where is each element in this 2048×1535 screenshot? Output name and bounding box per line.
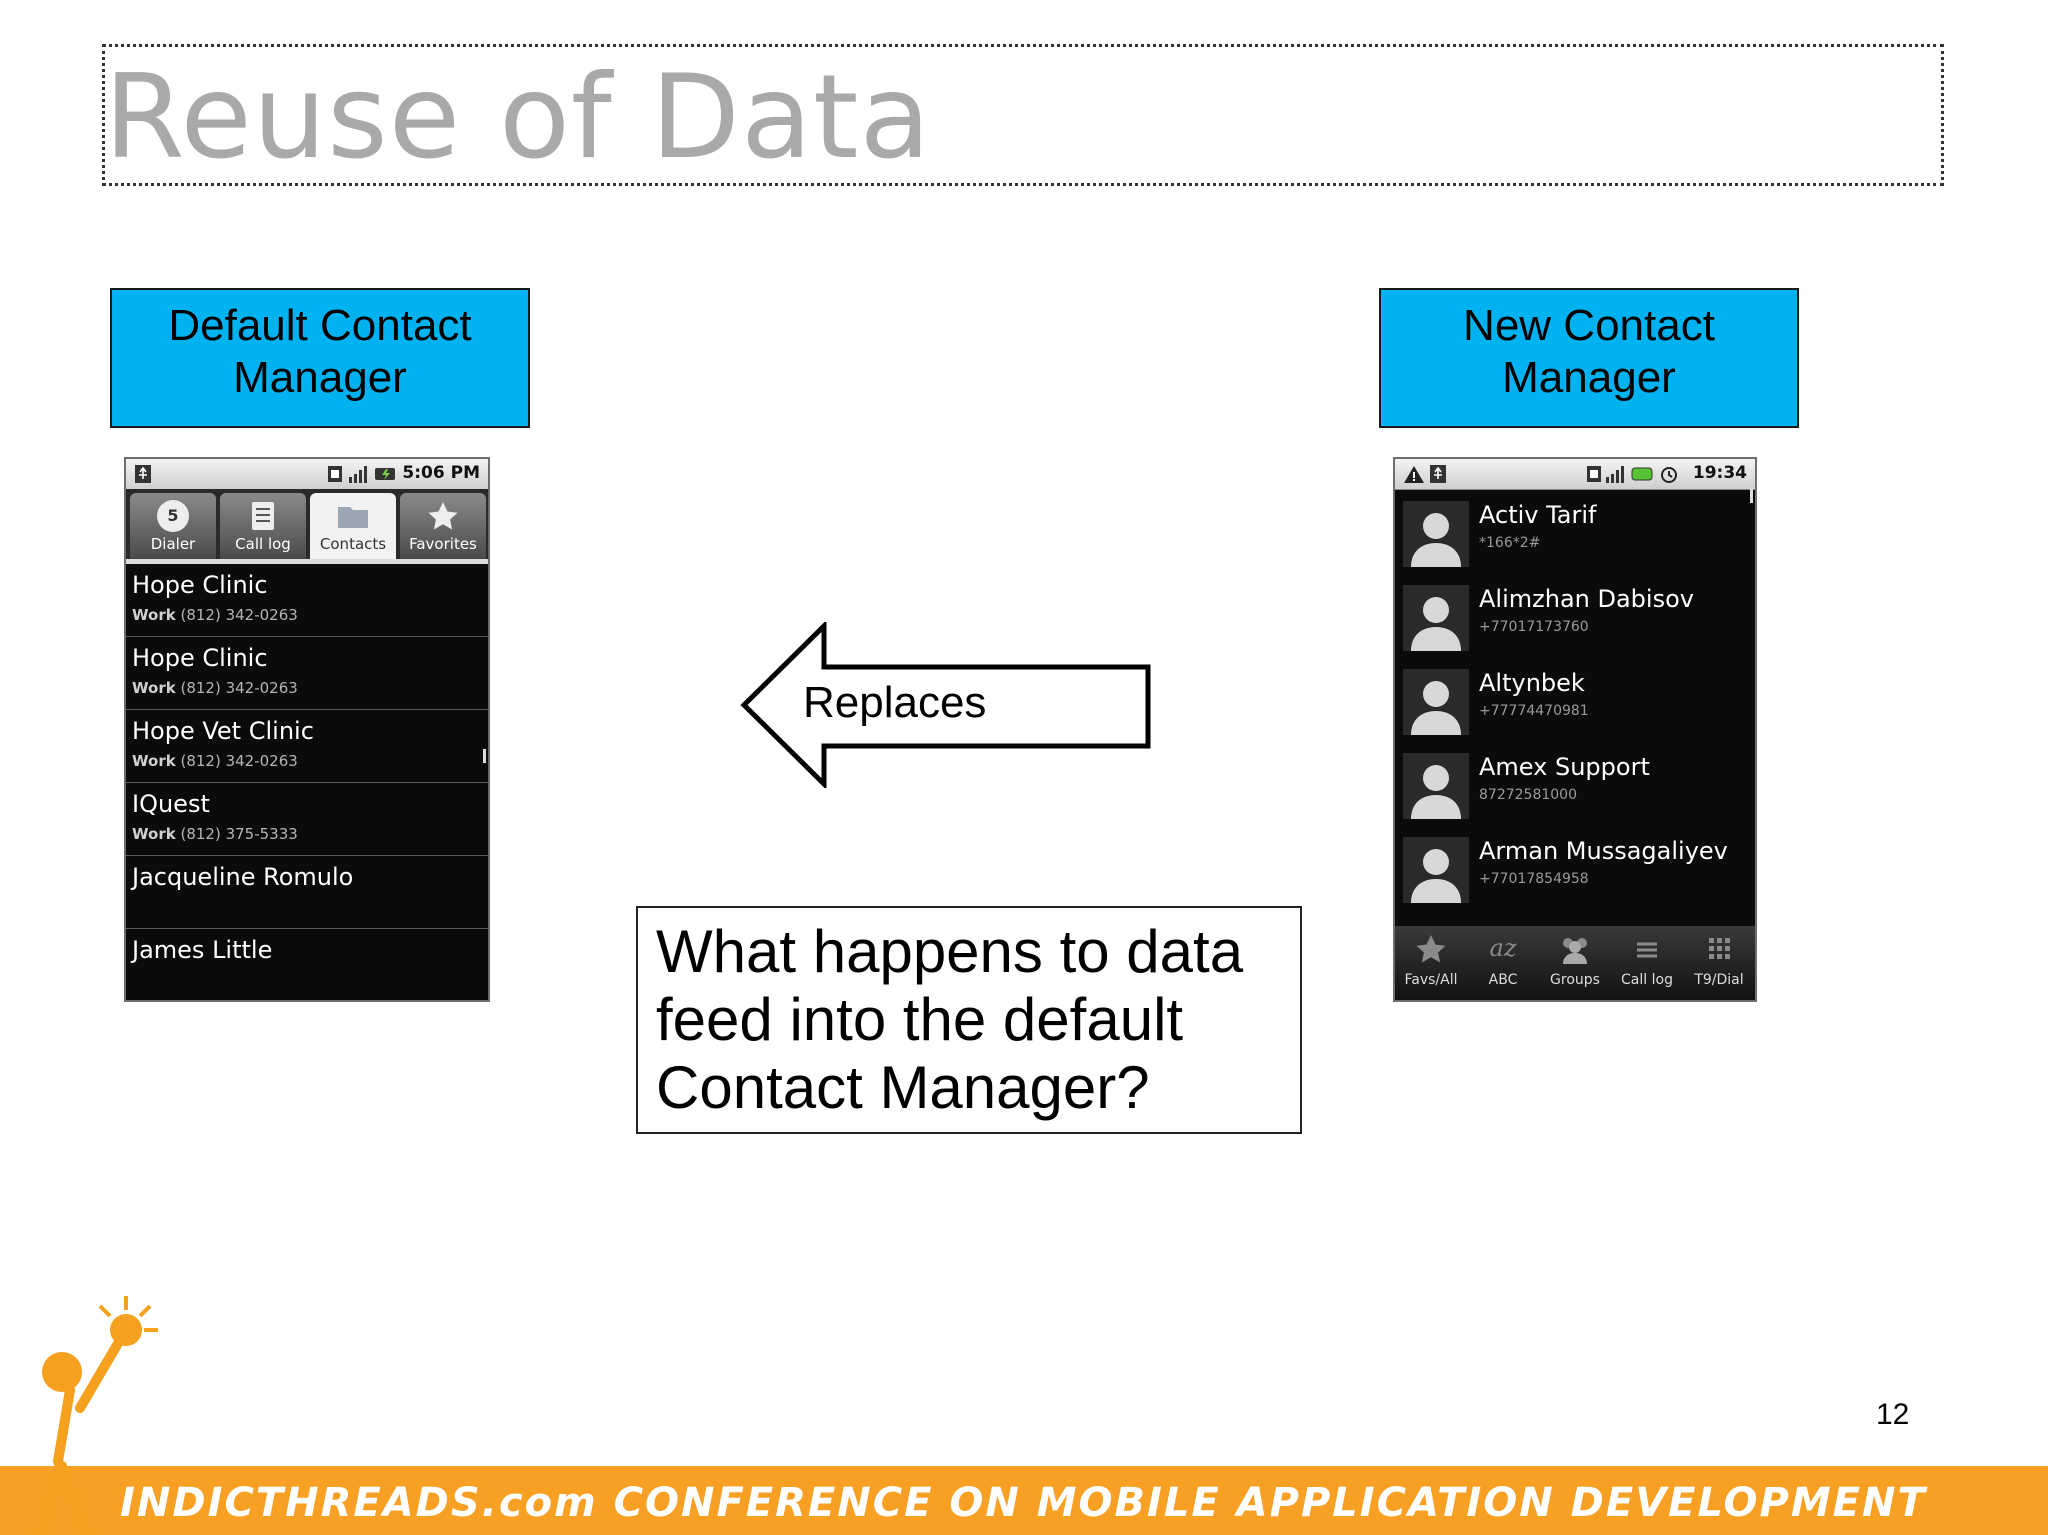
groups-icon [1563,938,1587,964]
tab-favs-all[interactable]: Favs/All [1395,932,1467,988]
status-bar: 5:06 PM [126,459,488,490]
keypad-icon [1709,938,1730,959]
signal-icon [1606,466,1624,483]
signal-icon [349,466,367,483]
list-item[interactable]: IQuest Work (812) 375-5333 [126,783,488,856]
list-item[interactable]: Hope Vet Clinic Work (812) 342-0263 [126,710,488,783]
default-contact-manager-screenshot: 5:06 PM 5 Dialer Call log Contacts Favor… [124,457,490,1002]
avatar-icon [1403,501,1469,567]
dialer-5-icon: 5 [157,500,189,532]
indicthreads-logo-icon [35,1296,158,1535]
call-log-icon [252,502,274,530]
avatar-icon [1403,669,1469,735]
list-item[interactable]: Arman Mussagaliyev +77017854958 [1395,825,1755,909]
list-item[interactable]: Jacqueline Romulo [126,856,488,929]
slide-title: Reuse of Data [104,50,932,185]
tab-dialer[interactable]: 5 Dialer [130,493,216,559]
page-number: 12 [1876,1398,1910,1431]
new-contact-manager-label: New Contact Manager [1379,288,1799,428]
tab-bar: 5 Dialer Call log Contacts Favorites [126,489,488,559]
battery-icon [1631,467,1653,481]
contacts-folder-icon [338,507,368,528]
footer-text: INDICTHREADS.com CONFERENCE ON MOBILE AP… [120,1480,1927,1526]
list-item[interactable]: Activ Tarif *166*2# [1395,489,1755,573]
avatar-icon [1403,753,1469,819]
status-time: 19:34 [1692,463,1747,483]
status-time: 5:06 PM [402,463,480,483]
tab-t9-dial[interactable]: T9/Dial [1683,932,1755,988]
tab-call-log-new[interactable]: Call log [1611,932,1683,988]
tab-favorites[interactable]: Favorites [400,493,486,559]
list-item[interactable]: James Little [132,936,273,964]
title-frame [102,44,1944,186]
battery-charging-icon [375,468,395,480]
tab-groups[interactable]: Groups [1539,932,1611,988]
sim-icon [328,466,342,482]
default-contact-manager-label: Default Contact Manager [110,288,530,428]
svg-text:5: 5 [167,506,178,525]
call-log-icon [1637,942,1657,958]
usb-icon [135,465,151,483]
list-item[interactable]: Hope Clinic Work (812) 342-0263 [126,637,488,710]
bottom-tab-bar: Favs/All az ABC Groups Call log [1395,926,1755,1000]
new-contact-manager-screenshot: 19:34 Activ Tarif *166*2# Alimzhan Dabis… [1393,457,1757,1002]
star-icon [428,502,458,530]
tab-abc[interactable]: az ABC [1467,932,1539,988]
star-icon [1416,935,1446,963]
contact-list: Activ Tarif *166*2# Alimzhan Dabisov +77… [1395,489,1755,909]
tab-contacts[interactable]: Contacts [310,493,396,559]
tab-underline [126,559,488,564]
avatar-icon [1403,837,1469,903]
contact-list: Hope Clinic Work (812) 342-0263 Hope Cli… [126,564,488,1000]
question-textbox: What happens to data feed into the defau… [636,906,1302,1134]
footer-bar [0,1466,2048,1535]
list-item[interactable]: Amex Support 87272581000 [1395,741,1755,825]
usb-icon [1430,465,1446,483]
alarm-icon [1661,467,1677,483]
list-item[interactable]: Altynbek +77774470981 [1395,657,1755,741]
replaces-arrow-icon [740,622,1151,788]
scrollbar[interactable] [483,749,486,763]
tab-call-log[interactable]: Call log [220,493,306,559]
scrollbar[interactable] [1750,489,1753,503]
avatar-icon [1403,585,1469,651]
status-bar: 19:34 [1395,459,1755,490]
list-item[interactable]: Alimzhan Dabisov +77017173760 [1395,573,1755,657]
sim-icon [1587,466,1601,482]
warning-icon [1404,466,1424,483]
az-icon: az [1490,934,1517,962]
arrow-label: Replaces [803,678,987,727]
svg-text:az: az [1490,934,1517,962]
list-item[interactable]: Hope Clinic Work (812) 342-0263 [126,564,488,637]
